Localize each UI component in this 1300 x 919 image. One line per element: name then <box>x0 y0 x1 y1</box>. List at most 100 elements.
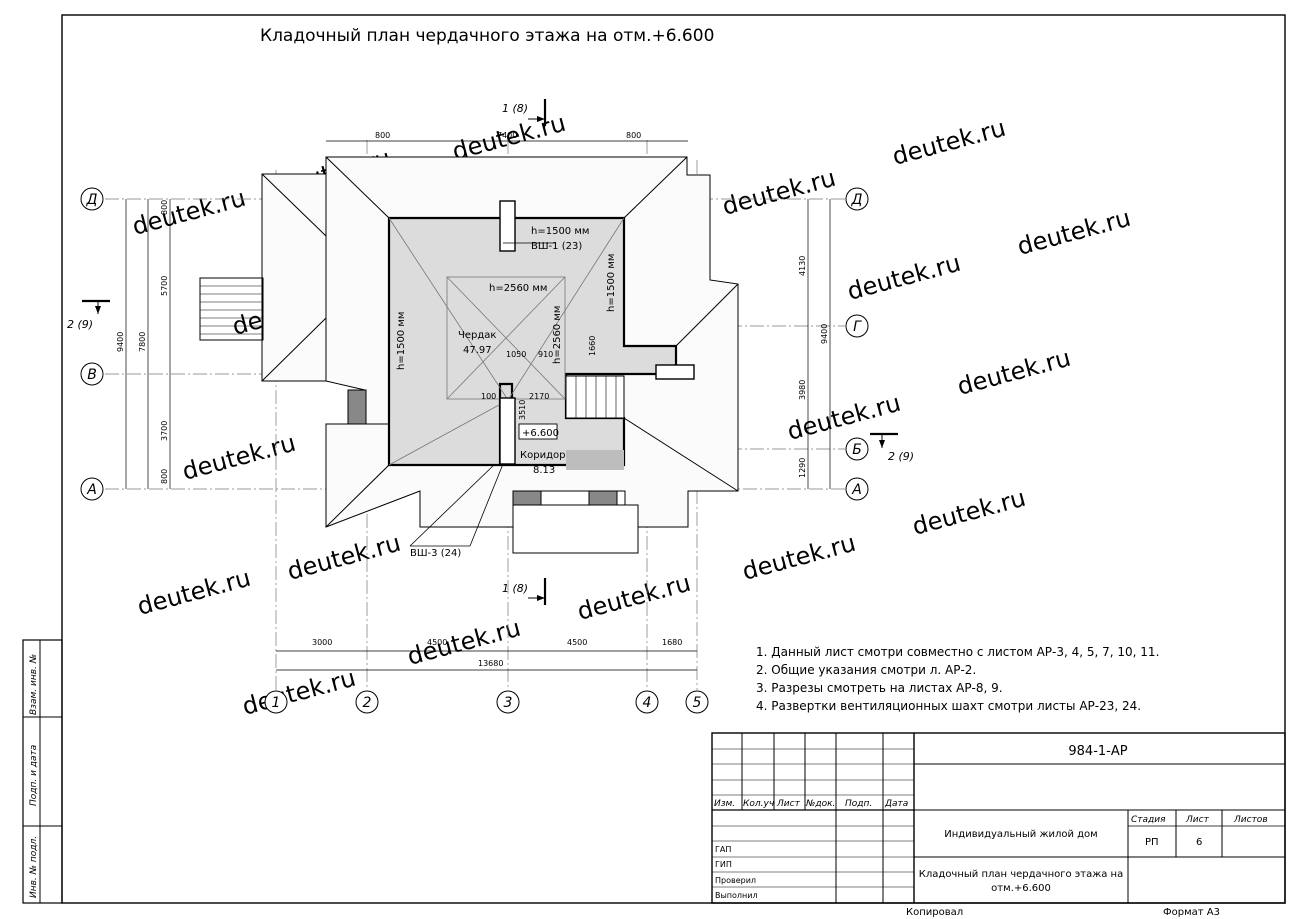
dim-inner: 3510 <box>518 400 527 420</box>
note-4: 4. Развертки вентиляционных шахт смотри … <box>756 699 1141 713</box>
doc-code: 984-1-АР <box>1068 744 1127 759</box>
side-stamp-inv: Инв. № подл. <box>29 836 39 898</box>
watermark: deutek.ru <box>129 184 248 241</box>
dim-bottom-total: 13680 <box>478 659 503 668</box>
dimension-texts: 800 7400 800 3000 4500 4500 1680 13680 8… <box>116 131 829 668</box>
height-right: h=1500 мм <box>606 254 617 312</box>
axis-markers: Д В А Д Г Б А 1 2 3 4 5 <box>80 187 869 714</box>
dim-bottom: 4500 <box>427 638 447 647</box>
axis-2: 2 <box>363 695 372 711</box>
room-corr-name: Коридор <box>520 450 565 461</box>
col-ndok: №док. <box>805 799 835 809</box>
height-left: h=1500 мм <box>396 312 407 370</box>
format-label: Формат А3 <box>1163 907 1220 918</box>
side-stamp-replace: Взам. инв. № <box>29 654 39 715</box>
watermark: deutek.ru <box>179 429 298 486</box>
title-block <box>711 732 1286 904</box>
col-kol: Кол.уч <box>743 799 774 809</box>
side-stamp-sign: Подп. и дата <box>29 745 39 806</box>
dim-right: 4130 <box>798 256 807 276</box>
stage-value: РП <box>1145 837 1159 848</box>
section-left-label: 2 (9) <box>67 318 93 331</box>
watermark: deutek.ru <box>284 529 403 586</box>
dim-right-outer: 9400 <box>820 324 829 344</box>
axis-b-right: Б <box>852 442 862 458</box>
dim-left-outer: 9400 <box>116 332 125 352</box>
note-2: 2. Общие указания смотри л. АР-2. <box>756 663 976 677</box>
axis-g-right: Г <box>853 319 862 335</box>
drawing-title-line-2: отм.+6.600 <box>991 883 1051 894</box>
col-list: Лист <box>776 799 801 809</box>
role-gip: ГИП <box>715 860 732 869</box>
section-right-label: 2 (9) <box>888 450 914 463</box>
watermark: deutek.ru <box>574 569 693 626</box>
axis-d-right: Д <box>851 192 863 208</box>
role-checked: Проверил <box>715 876 756 885</box>
level-mark: +6.600 <box>522 428 559 439</box>
note-3: 3. Разрезы смотреть на листах АР-8, 9. <box>756 681 1003 695</box>
axis-d-left: Д <box>86 192 98 208</box>
dim-left: 800 <box>160 200 169 215</box>
drawing-title-line-1: Кладочный план чердачного этажа на <box>919 869 1123 880</box>
sheet-frame <box>61 14 1286 904</box>
stage-label: Стадия <box>1131 815 1166 825</box>
watermark: deutek.ru <box>739 529 858 586</box>
dim-inner: 1660 <box>588 336 597 356</box>
dim-top: 7400 <box>497 131 517 140</box>
dim-inner: 910 <box>538 350 553 359</box>
axis-4: 4 <box>643 695 652 711</box>
title-block-text: 984-1-АР Изм. Кол.уч Лист №док. Подп. Да… <box>714 744 1268 918</box>
col-podp: Подп. <box>845 799 872 809</box>
col-data: Дата <box>884 799 908 809</box>
dim-bottom: 1680 <box>662 638 682 647</box>
room-main-name: Чердак <box>458 330 496 341</box>
section-top-label: 1 (8) <box>502 102 528 115</box>
sheet-value: 6 <box>1196 837 1202 848</box>
watermark: deutek.ru <box>909 484 1028 541</box>
dim-left: 3700 <box>160 421 169 441</box>
dim-left: 5700 <box>160 276 169 296</box>
watermark: deutek.ru <box>239 664 358 721</box>
watermark: deutek.ru <box>954 344 1073 401</box>
axis-1: 1 <box>272 695 281 711</box>
copied-label: Копировал <box>906 907 963 918</box>
room-main-area: 47.97 <box>463 345 492 356</box>
section-labels: 1 (8) 1 (8) 2 (9) 2 (9) <box>67 102 914 595</box>
side-stamp: Взам. инв. № Подп. и дата Инв. № подл. <box>22 639 63 904</box>
height-center: h=2560 мм <box>489 283 547 294</box>
dim-bottom: 4500 <box>567 638 587 647</box>
dim-top: 800 <box>375 131 390 140</box>
axis-a-right: А <box>851 482 862 498</box>
dim-inner: 2170 <box>529 392 549 401</box>
sheet-title: Кладочный план чердачного этажа на отм.+… <box>260 26 714 46</box>
room-corr-area: 8.13 <box>533 465 555 476</box>
plan-inner-dims: 1050 910 1660 100 2170 3510 <box>481 336 597 420</box>
dim-inner: 1050 <box>506 350 526 359</box>
dim-right: 3980 <box>798 380 807 400</box>
dim-top: 800 <box>626 131 641 140</box>
height-vertical: h=2560 мм <box>552 306 563 364</box>
col-izm: Изм. <box>714 799 735 809</box>
dimension-lines <box>125 140 831 671</box>
dim-right: 1290 <box>798 458 807 478</box>
notes: 1. Данный лист смотри совместно с листом… <box>756 645 1159 713</box>
watermark: deutek.ru <box>1014 204 1133 261</box>
section-marks <box>82 99 898 605</box>
role-gap: ГАП <box>715 845 731 854</box>
section-bottom-label: 1 (8) <box>502 582 528 595</box>
axis-v-left: В <box>87 367 97 383</box>
plan-labels: h=1500 мм ВШ-1 (23) h=2560 мм Чердак 47.… <box>396 226 617 559</box>
axis-3: 3 <box>504 695 513 711</box>
dim-left-mid: 7800 <box>138 332 147 352</box>
watermark: deutek.ru <box>844 249 963 306</box>
axis-5: 5 <box>693 695 702 711</box>
note-1: 1. Данный лист смотри совместно с листом… <box>756 645 1159 659</box>
watermark: deutek.ru <box>134 564 253 621</box>
axis-a-left: А <box>86 482 97 498</box>
vent-1-label: ВШ-1 (23) <box>531 241 582 252</box>
roof-plan <box>199 156 739 554</box>
watermark: deutek.ru <box>719 164 838 221</box>
height-top: h=1500 мм <box>531 226 589 237</box>
dim-left: 800 <box>160 469 169 484</box>
